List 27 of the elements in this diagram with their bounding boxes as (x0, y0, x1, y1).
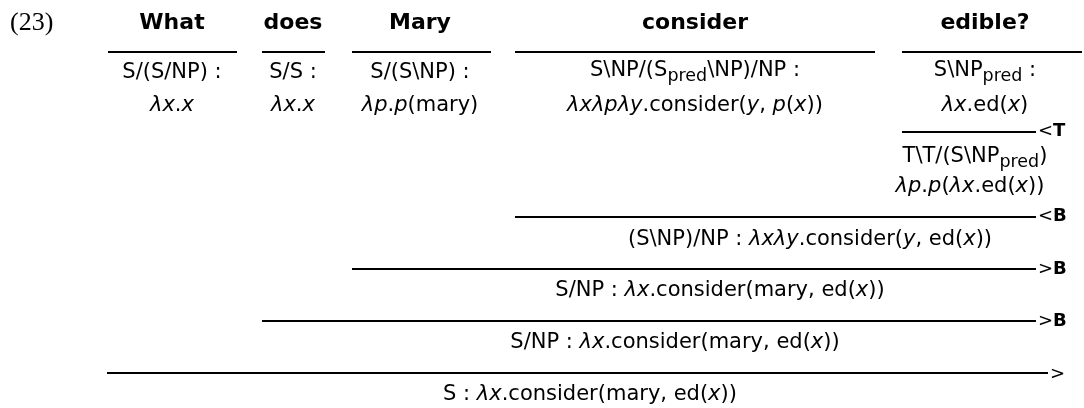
word-label: consider (642, 9, 748, 35)
word-label: Mary (389, 9, 451, 35)
category-label: S/NP : λx.consider(mary, ed(x)) (510, 330, 840, 354)
word-label: What (139, 9, 205, 35)
category-label: S : λx.consider(mary, ed(x)) (443, 382, 737, 406)
category-label: S\NP$_{pred}$ : (933, 58, 1037, 86)
semantics-label: λp.p(λx.ed(x)) (895, 174, 1045, 198)
rule-name: >B (1038, 310, 1067, 330)
rule-name: <B (1038, 205, 1067, 225)
rule-name: >B (1038, 258, 1067, 278)
category-label: T\T/(S\NP$_{pred}$) (902, 144, 1048, 172)
word-label: does (263, 9, 323, 35)
semantics-label: λx.ed(x) (941, 93, 1029, 117)
word-label: edible? (940, 9, 1030, 35)
semantics-label: λp.p(mary) (361, 93, 479, 117)
category-label: S/(S\NP) : (370, 60, 470, 84)
category-label: S/(S/NP) : (122, 60, 222, 84)
semantics-label: λx.x (271, 93, 315, 117)
category-label: S/NP : λx.consider(mary, ed(x)) (555, 278, 885, 302)
rule-name: <T (1038, 120, 1066, 140)
category-label: (S\NP)/NP : λxλy.consider(y, ed(x)) (627, 227, 993, 251)
semantics-label: λxλpλy.consider(y, p(x)) (567, 93, 823, 117)
category-label: S\NP/(S$_{pred}$\NP)/NP : (590, 58, 800, 86)
category-label: S/S : (269, 60, 317, 84)
semantics-label: λx.x (150, 93, 194, 117)
example-number: (23) (10, 7, 54, 37)
rule-name: > (1050, 363, 1066, 383)
